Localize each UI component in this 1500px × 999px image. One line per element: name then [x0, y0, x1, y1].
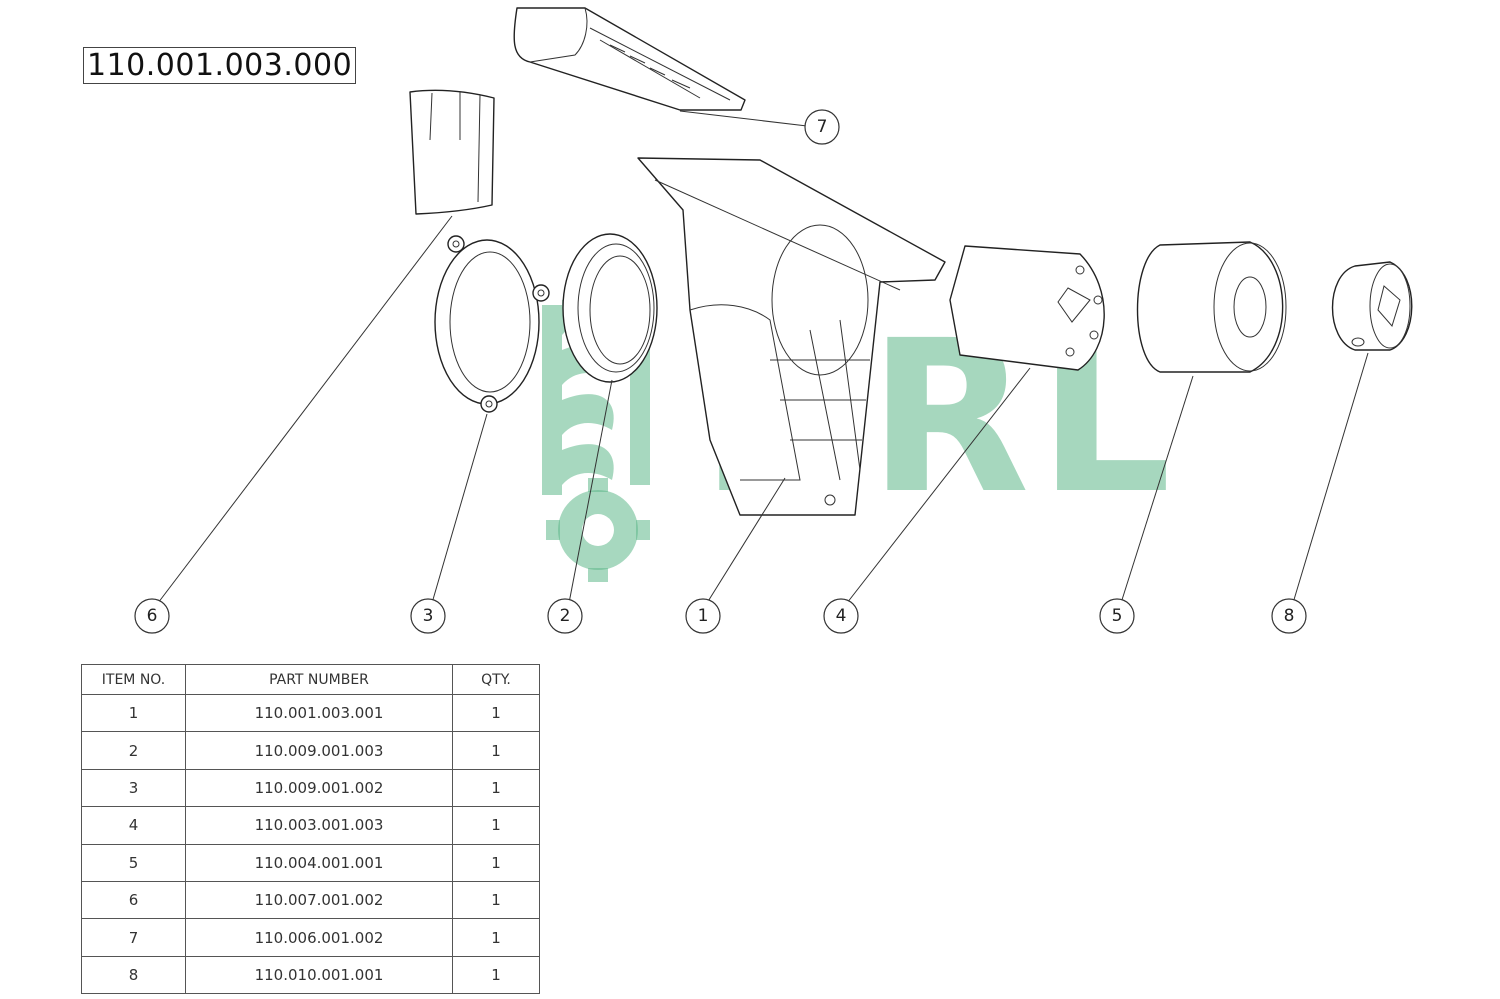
svg-text:5: 5: [1112, 606, 1123, 626]
balloon-8: 8: [1271, 598, 1307, 634]
header-qty: QTY.: [452, 664, 540, 695]
qty: 1: [452, 843, 540, 882]
qty: 1: [452, 880, 540, 920]
part-8-nut: [1331, 261, 1413, 351]
qty: 1: [452, 768, 540, 808]
bom-row: 5 110.004.001.001 1: [81, 843, 540, 882]
item-no: 5: [81, 843, 186, 882]
bom-row: 6 110.007.001.002 1: [81, 880, 540, 920]
balloon-3: 3: [410, 598, 446, 634]
header-item-no: ITEM NO.: [81, 664, 186, 695]
item-no: 4: [81, 806, 186, 845]
part-number: 110.003.001.003: [185, 806, 453, 845]
bill-of-materials-table: ITEM NO. PART NUMBER QTY. 1 110.001.003.…: [81, 664, 540, 995]
part-number: 110.001.003.001: [185, 693, 453, 733]
part-number: 110.007.001.002: [185, 880, 453, 920]
item-no: 8: [81, 955, 186, 995]
bom-header-row: ITEM NO. PART NUMBER QTY.: [81, 664, 540, 695]
item-no: 7: [81, 918, 186, 957]
item-no: 2: [81, 731, 186, 770]
svg-text:2: 2: [560, 606, 571, 626]
bom-row: 1 110.001.003.001 1: [81, 693, 540, 733]
svg-text:1: 1: [698, 606, 709, 626]
balloon-2: 2: [547, 598, 583, 634]
drawing-number: 110.001.003.000: [83, 47, 357, 84]
balloon-7: 7: [804, 109, 840, 145]
header-part-number: PART NUMBER: [185, 664, 453, 695]
bom-row: 7 110.006.001.002 1: [81, 918, 540, 957]
qty: 1: [452, 955, 540, 995]
svg-text:6: 6: [147, 606, 158, 626]
part-5-drum: [1136, 241, 1287, 373]
qty: 1: [452, 918, 540, 957]
part-number: 110.006.001.002: [185, 918, 453, 957]
part-number: 110.009.001.003: [185, 731, 453, 770]
svg-text:3: 3: [423, 606, 434, 626]
qty: 1: [452, 693, 540, 733]
balloon-6: 6: [134, 598, 170, 634]
qty: 1: [452, 806, 540, 845]
part-2-toothed-ring: [562, 233, 658, 383]
part-3-ring: [434, 235, 550, 413]
part-1-housing: [637, 157, 946, 516]
balloon-4: 4: [823, 598, 859, 634]
part-7-rail: [513, 7, 746, 111]
part-number: 110.004.001.001: [185, 843, 453, 882]
bom-row: 3 110.009.001.002 1: [81, 768, 540, 808]
part-4-rotor: [949, 245, 1105, 371]
leader-lines: [157, 110, 1369, 604]
item-no: 3: [81, 768, 186, 808]
svg-text:4: 4: [836, 606, 847, 626]
balloon-5: 5: [1099, 598, 1135, 634]
svg-text:8: 8: [1284, 606, 1295, 626]
svg-text:7: 7: [817, 117, 828, 137]
part-number: 110.010.001.001: [185, 955, 453, 995]
item-no: 1: [81, 693, 186, 733]
part-number: 110.009.001.002: [185, 768, 453, 808]
qty: 1: [452, 731, 540, 770]
bom-row: 4 110.003.001.003 1: [81, 806, 540, 845]
part-6-cover: [409, 89, 495, 215]
bom-row: 8 110.010.001.001 1: [81, 955, 540, 995]
bom-row: 2 110.009.001.003 1: [81, 731, 540, 770]
balloon-1: 1: [685, 598, 721, 634]
item-no: 6: [81, 880, 186, 920]
